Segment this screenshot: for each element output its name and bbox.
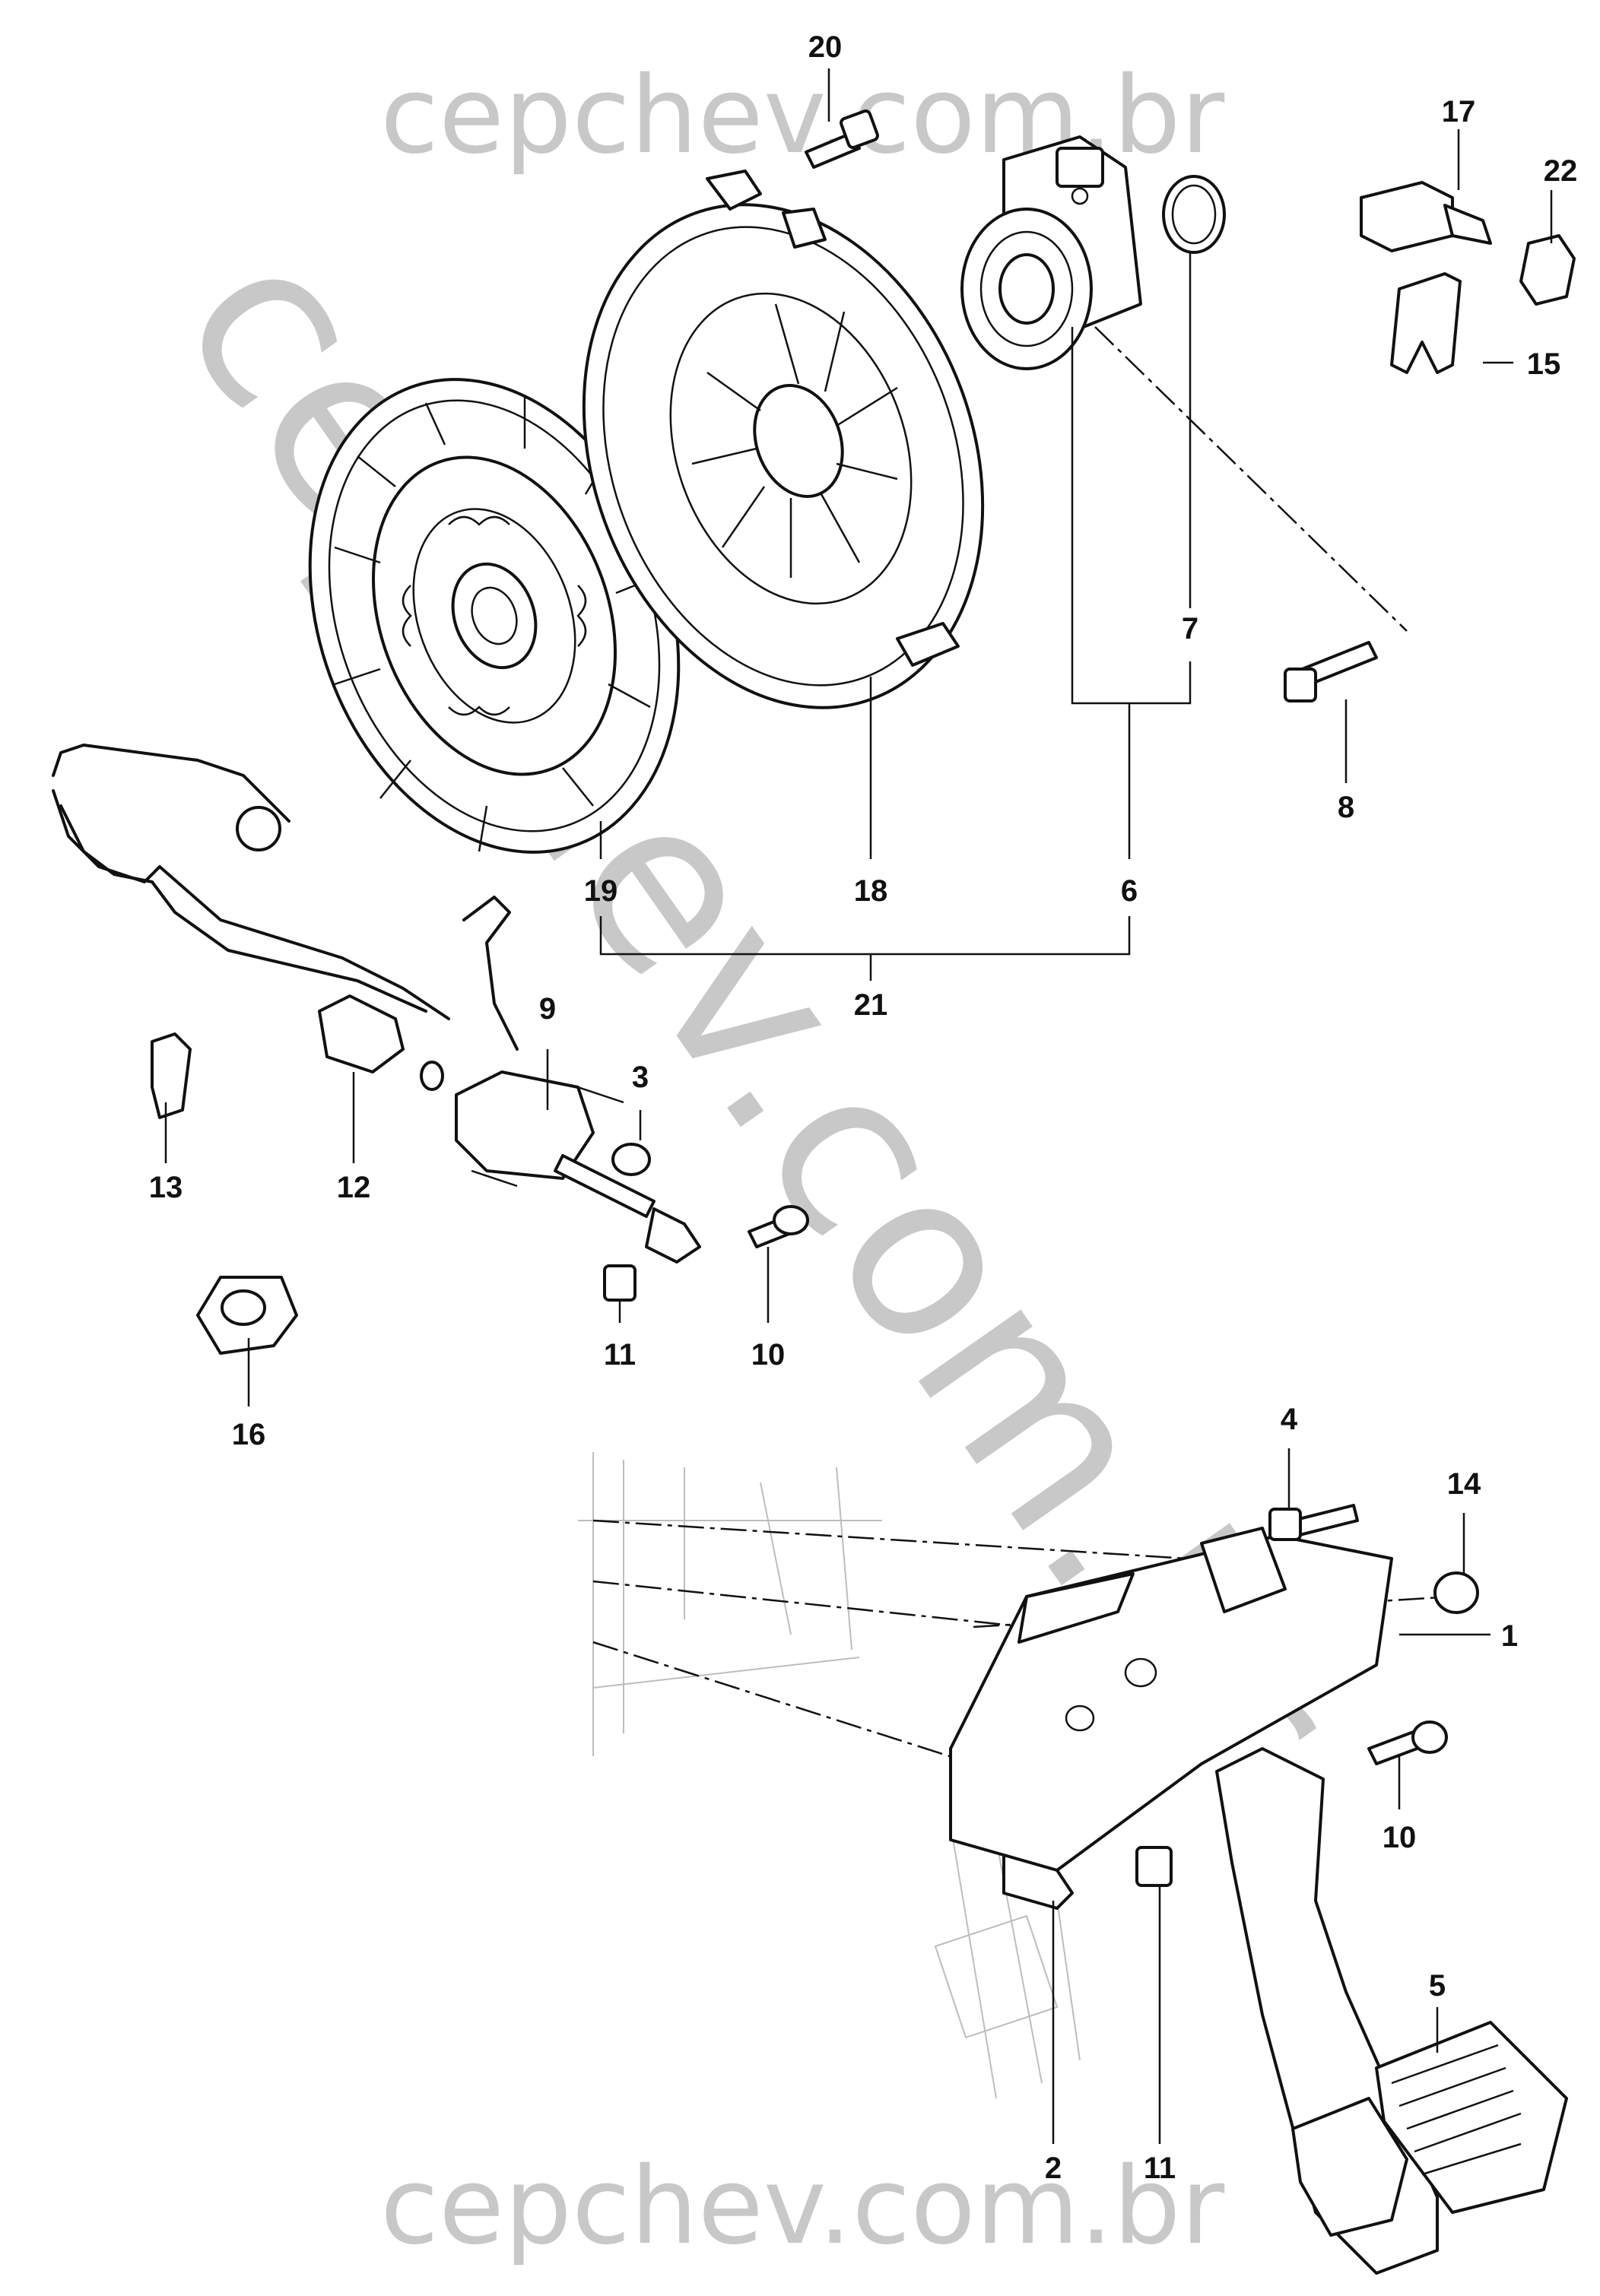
pedal-pad-5	[1375, 2021, 1568, 2214]
callout-1: 1	[1501, 1619, 1518, 1653]
callout-13: 13	[149, 1171, 183, 1204]
switch-2	[1002, 1854, 1074, 1910]
callout-2: 2	[1045, 2152, 1062, 2185]
clutch-disc	[308, 378, 681, 854]
master-cylinder	[455, 896, 701, 1264]
pressure-plate	[582, 170, 985, 709]
cap-22	[1519, 234, 1576, 306]
callout-10-lower: 10	[1383, 1821, 1417, 1854]
leader-lines	[164, 68, 1553, 2144]
callout-22: 22	[1544, 154, 1578, 188]
watermark-bottom: cepchev.com.br	[380, 2145, 1225, 2269]
callout-6: 6	[1121, 874, 1138, 908]
hydraulic-line	[52, 744, 450, 1091]
callout-11-lower: 11	[1144, 2152, 1176, 2185]
callout-19: 19	[584, 874, 618, 908]
nut-14	[1433, 1571, 1479, 1614]
callout-14: 14	[1447, 1467, 1481, 1501]
callout-4: 4	[1281, 1403, 1298, 1436]
bolt-8	[1284, 641, 1378, 702]
pin-10-lower	[1367, 1720, 1448, 1765]
clip-15	[1390, 272, 1462, 374]
callout-17: 17	[1442, 95, 1476, 128]
clamp-16	[196, 1276, 298, 1355]
clip-11-lower	[1135, 1846, 1173, 1887]
callout-12: 12	[337, 1171, 371, 1204]
nut-3	[611, 1143, 651, 1176]
callout-8: 8	[1338, 791, 1354, 824]
callout-11-upper: 11	[604, 1338, 636, 1372]
clip-13	[151, 1032, 192, 1119]
callout-5: 5	[1429, 1969, 1446, 2003]
clip-11-upper	[603, 1264, 637, 1302]
clutch-pedal-arm	[1215, 1747, 1439, 2275]
vehicle-background	[578, 1452, 1081, 2099]
callout-10-upper: 10	[751, 1338, 786, 1372]
callout-labels: 20 17 22 15 7 8 19 18 6 21 9 3 13 12 11 …	[149, 30, 1578, 2185]
release-bearing	[960, 135, 1142, 370]
callout-9: 9	[539, 992, 556, 1026]
callout-20: 20	[808, 30, 843, 64]
bolt-20	[805, 109, 879, 169]
callout-18: 18	[854, 874, 888, 908]
callout-16: 16	[232, 1418, 266, 1451]
pin-10-upper	[748, 1205, 809, 1248]
callout-7: 7	[1182, 612, 1198, 645]
callout-15: 15	[1527, 347, 1561, 381]
callout-21: 21	[854, 988, 888, 1022]
bolt-4	[1268, 1504, 1359, 1541]
fitting-17	[1360, 181, 1492, 252]
pedal-bracket	[949, 1527, 1393, 1872]
callout-3: 3	[632, 1061, 649, 1094]
